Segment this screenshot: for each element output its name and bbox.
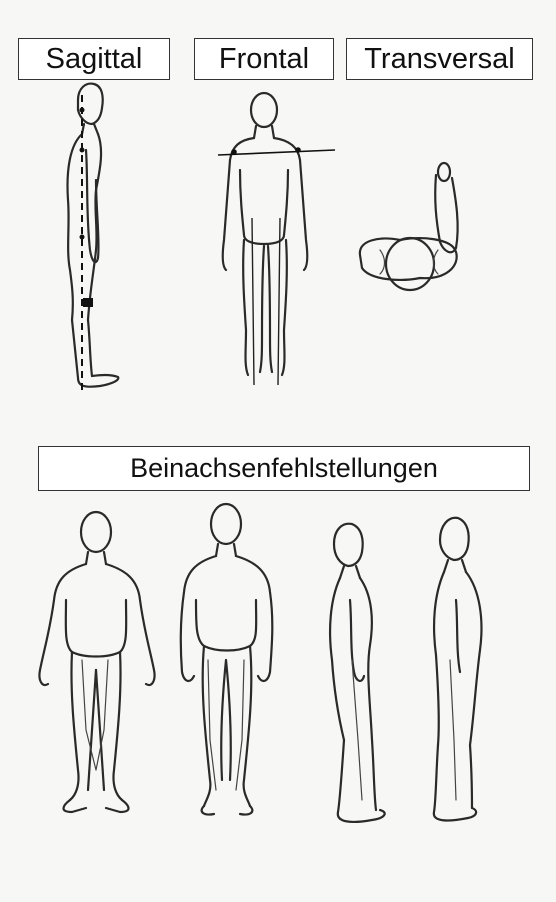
leg-deviation-figure-2 — [181, 504, 273, 815]
leg-deviation-figure-4 — [434, 518, 482, 821]
frontal-figure — [218, 93, 335, 385]
leg-deviation-figure-3 — [330, 524, 385, 822]
sagittal-figure — [68, 84, 119, 395]
leg-deviation-figure-1 — [39, 512, 154, 812]
transversal-figure — [360, 163, 458, 290]
